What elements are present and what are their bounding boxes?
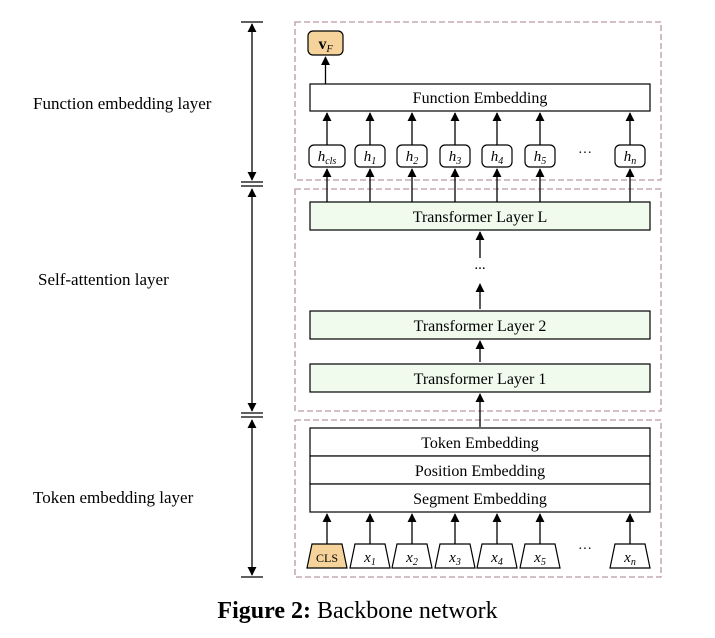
hidden-state-label: h4 [491,149,504,167]
self-attention-layer-label: Self-attention layer [38,270,169,289]
token-embedding-layer-label: Token embedding layer [33,488,194,507]
transformer-layer-2-box [309,310,651,340]
input-tokens: CLS x1 x2 x3 x4 x5 xn [306,543,651,569]
function-layer-frame [294,21,662,181]
token-embedding-box [309,427,651,457]
self-attention-frame [294,188,662,412]
input-token-label: x1 [363,550,376,568]
input-arrows [322,513,635,544]
transformer-layer-1-box [309,363,651,393]
figure-caption: Figure 2: Backbone network [0,598,715,625]
token-layer-frame [294,419,662,578]
hidden-state-box [308,144,346,168]
function-embedding-layer-label: Function embedding layer [33,94,212,113]
segment-embedding-label: Segment Embedding [413,491,547,508]
function-output-vf [307,30,344,56]
span-indicators [241,21,263,578]
input-token [434,543,476,569]
input-token-label: x4 [490,550,503,568]
function-embedding-label: Function Embedding [413,90,548,107]
hidden-state-label: h5 [534,149,547,167]
token-embedding-label: Token Embedding [421,435,539,452]
hidden-state-box [614,144,646,168]
input-token [349,543,391,569]
segment-embedding-box [309,483,651,513]
input-token-label: xn [623,550,636,568]
transformer-layer-l-box [309,201,651,231]
hidden-state-box [481,144,513,168]
hidden-state-box [354,144,386,168]
input-token [476,543,518,569]
hidden-state-arrows [322,112,635,202]
hidden-state-box [396,144,428,168]
hidden-state-label: h1 [364,149,377,167]
position-embedding-box [309,455,651,485]
figure-caption-label: Figure 2: [217,598,311,624]
hidden-state-label: h3 [449,149,462,167]
transformer-ellipsis: ... [474,257,485,273]
hidden-state-label: hcls [318,149,337,167]
cls-token [306,543,348,569]
function-output-label: vF [318,36,333,55]
transformer-layer-l-label: Transformer Layer L [413,209,547,226]
hidden-ellipsis: ··· [578,146,592,161]
input-token [609,543,651,569]
hidden-state-box [524,144,556,168]
input-token-label: x3 [448,550,461,568]
position-embedding-label: Position Embedding [415,463,545,480]
hidden-state-box [439,144,471,168]
hidden-state-label: h2 [406,149,419,167]
transformer-layer-1-label: Transformer Layer 1 [414,371,547,388]
transformer-layer-2-label: Transformer Layer 2 [414,318,547,335]
input-token-label: x5 [533,550,546,568]
input-token [519,543,561,569]
hidden-states: hcls h1 h2 h3 h4 h5 hn [308,144,646,168]
input-ellipsis: ··· [578,542,592,557]
figure-caption-text: Backbone network [310,598,498,624]
function-embedding-box [309,83,651,112]
input-token-label: x2 [405,550,418,568]
hidden-state-label: hn [624,149,637,167]
input-token [391,543,433,569]
cls-token-label: CLS [316,551,338,565]
